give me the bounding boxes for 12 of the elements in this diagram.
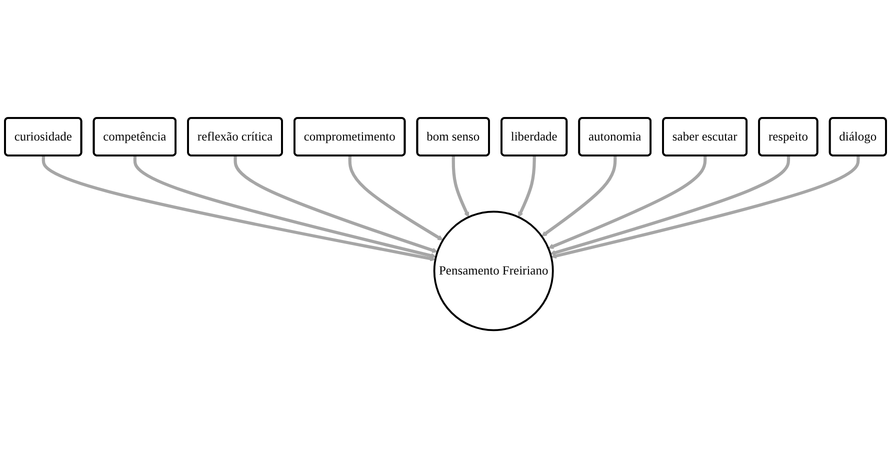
arrow	[548, 156, 707, 250]
arrow	[133, 156, 436, 259]
concept-diagram: curiosidade competência reflexão crítica comprometimento bom senso liberdade autonomia saber escutar Pensamento Freiriano respeito diálogo	[0, 113, 891, 336]
arrow	[518, 156, 536, 218]
node-circle	[433, 211, 554, 332]
arrow	[42, 156, 436, 262]
arrow	[550, 156, 790, 256]
arrow	[348, 156, 444, 241]
arrow	[551, 156, 860, 259]
arrow	[452, 156, 470, 218]
arrow	[541, 156, 617, 237]
arrow	[234, 156, 438, 254]
